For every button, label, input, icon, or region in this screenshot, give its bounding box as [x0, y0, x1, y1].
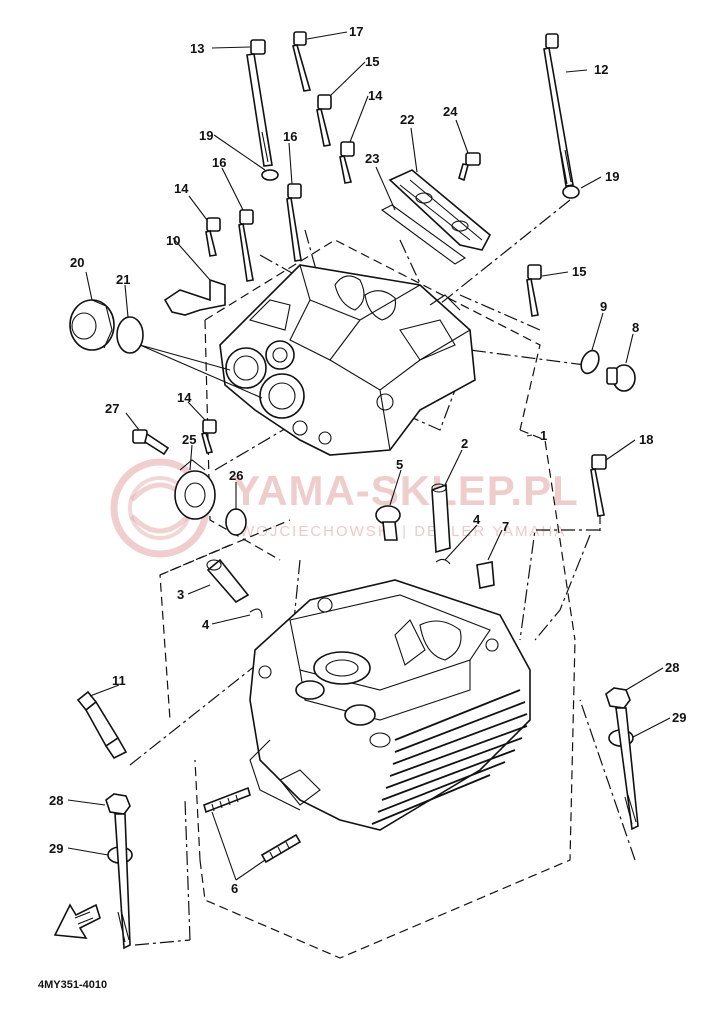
cover-22	[388, 169, 492, 251]
gasket-23	[380, 204, 466, 265]
callout-15-upper: 15	[365, 54, 379, 69]
callout-22: 22	[400, 112, 414, 127]
valve-guide-2	[431, 483, 451, 554]
o-ring-9	[580, 349, 600, 375]
callout-5: 5	[396, 457, 403, 472]
callout-3: 3	[177, 587, 184, 602]
front-direction-arrow-icon	[53, 903, 101, 939]
camshaft-housing	[219, 264, 476, 456]
callout-26: 26	[229, 468, 243, 483]
bracket-10	[163, 278, 226, 316]
bolt-5	[375, 505, 401, 541]
callout-11: 11	[112, 673, 126, 688]
callout-29-right: 29	[672, 710, 686, 725]
callout-25: 25	[182, 432, 196, 447]
callout-14-upper: 14	[368, 88, 383, 103]
bolt-16-left	[238, 209, 254, 282]
callout-10: 10	[166, 233, 180, 248]
callout-20: 20	[70, 255, 84, 270]
callout-labels: 1 2 3 4 4 5 6 7 8 9 10 11 12 13 14 14 14…	[49, 24, 686, 896]
washer-19-left	[261, 169, 279, 181]
bolt-15-upper	[316, 94, 332, 147]
cylinder-head	[249, 579, 531, 831]
bolt-13	[246, 39, 273, 167]
callout-16-right: 16	[283, 129, 297, 144]
callout-9: 9	[600, 299, 607, 314]
callout-28-right: 28	[665, 660, 679, 675]
callout-23: 23	[365, 151, 379, 166]
callout-27: 27	[105, 401, 119, 416]
studs-6	[203, 786, 302, 864]
watermark-subtitle: WOJCIECHOWSKI | DEALER YAMAHA	[240, 523, 566, 540]
circlip-4-right	[435, 558, 451, 565]
bolt-24	[458, 152, 481, 182]
bolt-17	[292, 31, 312, 92]
callout-6: 6	[231, 881, 238, 896]
callout-18: 18	[639, 432, 653, 447]
callout-12: 12	[594, 62, 608, 77]
callout-15-right: 15	[572, 264, 586, 279]
callout-21: 21	[116, 272, 130, 287]
callout-14-left: 14	[174, 181, 189, 196]
bolt-16-right	[286, 183, 302, 262]
callout-16-left: 16	[212, 155, 226, 170]
callout-29-left: 29	[49, 841, 63, 856]
washer-19-right	[562, 185, 580, 199]
housing-25	[174, 459, 216, 520]
o-ring-26	[225, 508, 247, 536]
callout-19-left: 19	[199, 128, 213, 143]
watermark: YAMA-SKLEP.PL WOJCIECHOWSKI | DEALER YAM…	[110, 458, 579, 558]
bolt-27	[132, 429, 170, 456]
bolt-14-left	[205, 217, 221, 257]
bolt-14-middle	[201, 419, 217, 454]
callout-1: 1	[540, 428, 547, 443]
callout-28-left: 28	[49, 793, 63, 808]
callout-4-left: 4	[202, 617, 210, 632]
o-ring-21	[116, 316, 144, 354]
bolt-28-left	[105, 793, 133, 950]
callout-14-middle: 14	[177, 390, 192, 405]
callout-4-right: 4	[473, 512, 481, 527]
bolt-28-right	[605, 687, 639, 831]
callout-2: 2	[461, 436, 468, 451]
dowel-7	[476, 561, 495, 589]
watermark-brand: YAMA-SKLEP.PL	[232, 467, 579, 514]
stud-bolt-12	[543, 33, 574, 187]
callout-7: 7	[502, 519, 509, 534]
callout-24: 24	[443, 104, 458, 119]
leader-lines	[67, 31, 671, 881]
valve-guide-3	[206, 558, 250, 604]
callout-19-right: 19	[605, 169, 619, 184]
circlip-4-left	[249, 608, 263, 619]
plug-8	[606, 364, 636, 392]
assembly-boundaries	[159, 239, 576, 959]
bolt-14-upper	[339, 141, 355, 184]
cap-20	[69, 299, 115, 351]
callout-17: 17	[349, 24, 363, 39]
callout-13: 13	[190, 41, 204, 56]
bolt-15-right	[526, 264, 542, 317]
callout-8: 8	[632, 320, 639, 335]
bolt-18	[590, 454, 607, 517]
spark-plug-icon	[76, 690, 128, 760]
diagram-code: 4MY351-4010	[38, 979, 107, 991]
parts	[69, 31, 639, 950]
